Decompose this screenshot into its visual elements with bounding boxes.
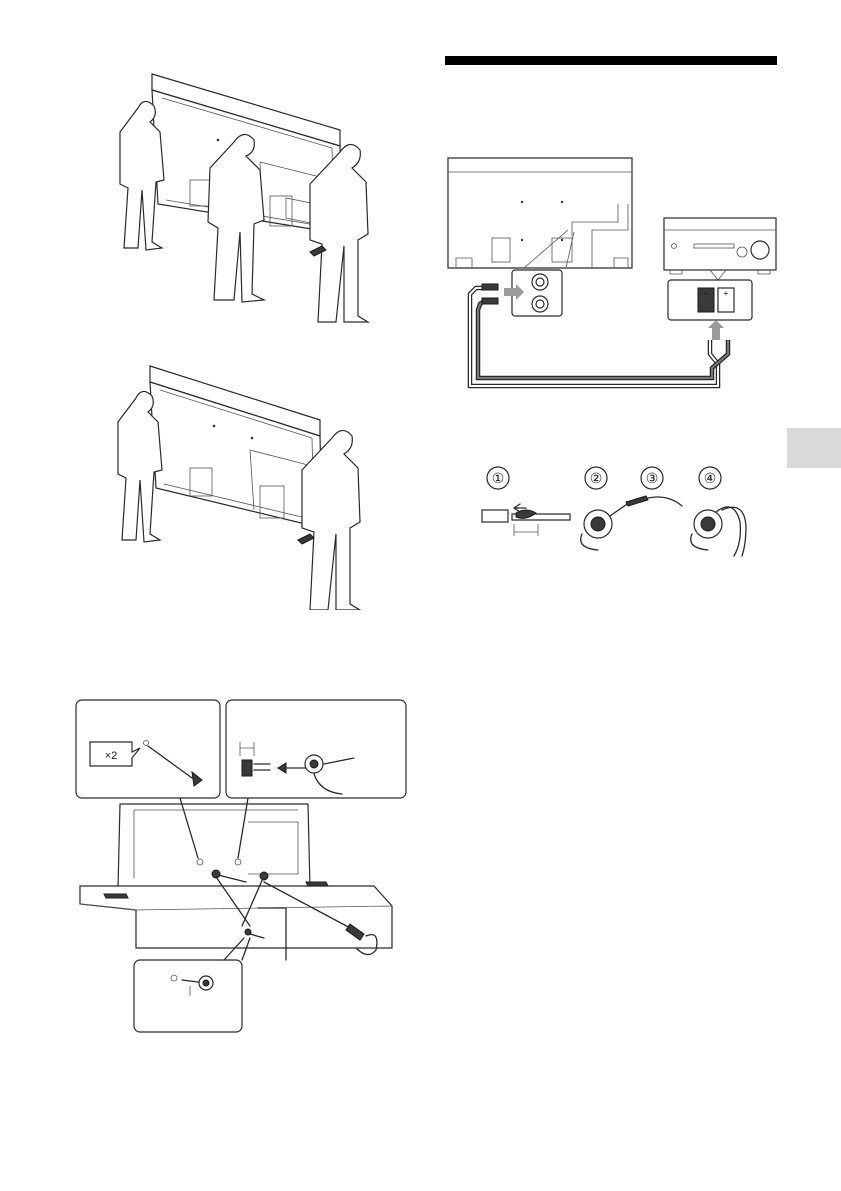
svg-text:②: ②: [590, 470, 603, 486]
step-4-marker: ④: [699, 467, 721, 489]
figure-speaker-connection: + +: [442, 150, 782, 400]
figure-two-person-lift: [110, 360, 390, 610]
svg-text:④: ④: [704, 470, 717, 486]
step-1-marker: ①: [487, 467, 509, 489]
svg-text:+: +: [724, 289, 729, 298]
svg-text:③: ③: [646, 470, 659, 486]
section-heading-bar: [445, 56, 777, 65]
callout-bolt-box: [134, 960, 242, 1032]
figure-cable-steps: ① ② ③ ④: [470, 462, 770, 562]
figure-three-person-lift: [110, 68, 410, 330]
svg-text:+: +: [704, 289, 709, 298]
step-3-marker: ③: [641, 467, 663, 489]
svg-text:①: ①: [492, 470, 505, 486]
screw-count-label: ×2: [105, 750, 118, 762]
side-index-tab: [787, 428, 841, 468]
callout-wire-box: [226, 700, 406, 798]
figure-stand-mounting: ×2: [74, 698, 408, 1034]
step-2-marker: ②: [585, 467, 607, 489]
